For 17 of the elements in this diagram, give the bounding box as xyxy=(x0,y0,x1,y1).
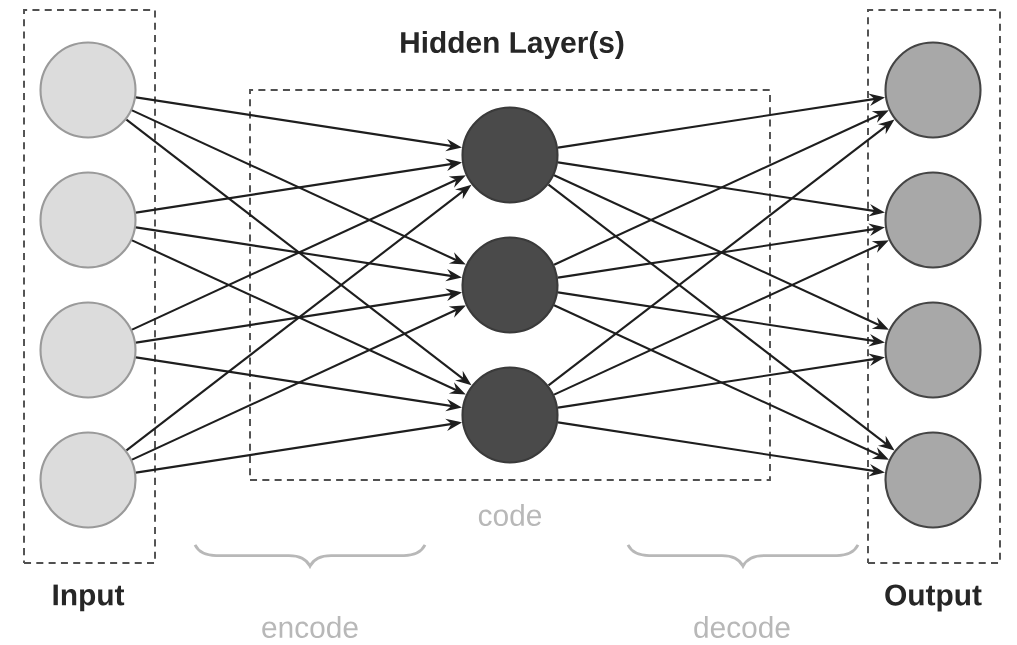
neuron-circle xyxy=(39,41,137,139)
neuron-circle xyxy=(461,366,559,464)
brace-label: encode xyxy=(262,616,358,638)
heading: Input xyxy=(53,584,125,612)
neuron-circle xyxy=(39,301,137,399)
layer-caption: code xyxy=(478,504,542,526)
neuron-circle xyxy=(884,171,982,269)
neuron-circle xyxy=(461,106,559,204)
neuron-circle xyxy=(884,431,982,529)
neuron-circle xyxy=(461,236,559,334)
neuron-circle xyxy=(39,171,137,269)
heading: Output xyxy=(885,584,982,612)
neuron-circle xyxy=(39,431,137,529)
neuron-circle xyxy=(884,41,982,139)
brace-label: decode xyxy=(694,616,790,638)
neuron-circle xyxy=(884,301,982,399)
heading: Hidden Layer(s) xyxy=(401,31,624,59)
